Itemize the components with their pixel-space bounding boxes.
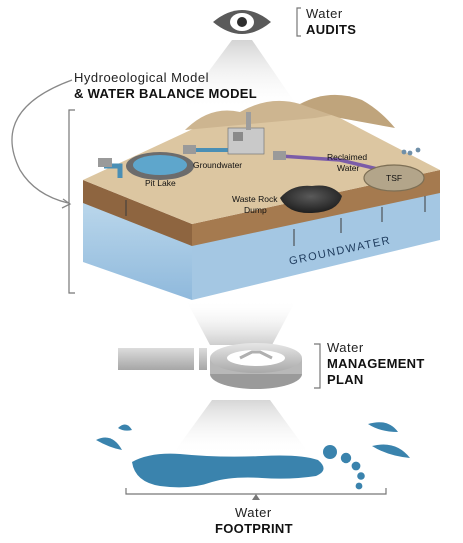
- vision-beam: [180, 40, 300, 110]
- tsf-label: TSF: [386, 173, 403, 183]
- model-label-light: Hydroeological Model: [74, 70, 210, 85]
- model-bracket: [68, 109, 75, 294]
- management-beam-upper: [186, 300, 296, 345]
- pit-lake-label: Pit Lake: [145, 178, 176, 188]
- management-beam-lower: [172, 400, 310, 455]
- management-label-light: Water: [327, 340, 364, 355]
- management-label-bold-2: PLAN: [327, 372, 364, 387]
- footprint-label-light: Water: [235, 505, 272, 520]
- footprint-label-bold: FOOTPRINT: [215, 521, 293, 536]
- waste-rock-label-2: Dump: [244, 205, 267, 215]
- model-curve-arrow: [11, 79, 73, 204]
- footprint-arrow-icon: [252, 494, 260, 500]
- model-label-bold: & WATER BALANCE MODEL: [74, 86, 257, 101]
- reclaimed-water-label-2: Water: [337, 163, 360, 173]
- management-bracket: [314, 343, 321, 389]
- audits-label-light: Water: [306, 6, 343, 21]
- footprint-bracket: [125, 488, 387, 495]
- reclaimed-water-label-1: Reclaimed: [327, 152, 368, 162]
- pipe-icon: [118, 348, 207, 370]
- audits-label-bold: AUDITS: [306, 22, 357, 37]
- audits-bracket: [296, 7, 301, 37]
- eye-icon: [213, 10, 271, 34]
- waste-rock-label-1: Waste Rock: [232, 194, 278, 204]
- ring-icon: [210, 343, 302, 389]
- landscape-block: [83, 94, 440, 300]
- groundwater-pipe-label: Groundwater: [193, 160, 243, 170]
- footprint-icon: [96, 422, 410, 490]
- management-label-bold-1: MANAGEMENT: [327, 356, 425, 371]
